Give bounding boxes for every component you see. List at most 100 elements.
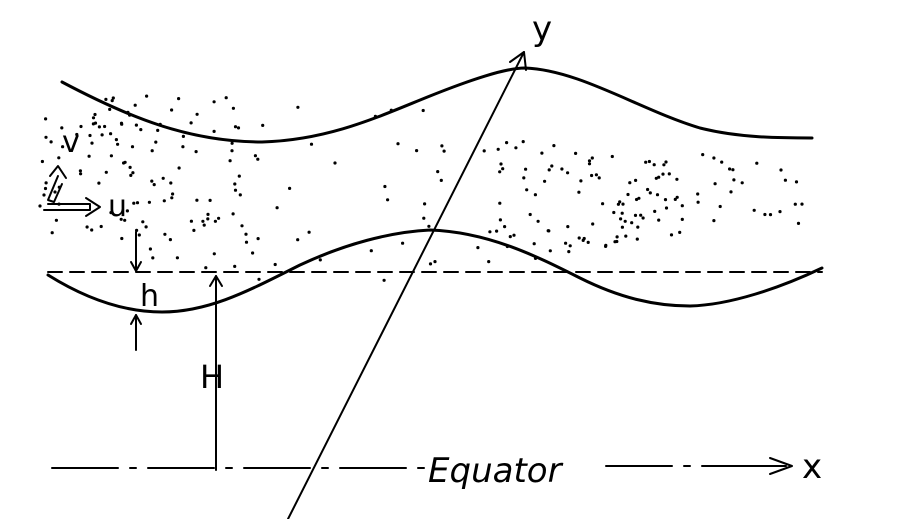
stipple-dot <box>116 142 120 146</box>
stipple-dot <box>169 181 173 185</box>
stipple-dot <box>440 144 444 148</box>
stipple-dot <box>439 178 443 182</box>
stipple-dot <box>796 221 801 225</box>
stipple-dot <box>696 200 700 204</box>
stipple-dot <box>275 206 279 210</box>
stipple-dot <box>540 151 544 155</box>
y-axis-line <box>287 51 525 519</box>
stipple-dot <box>729 190 733 194</box>
stipple-dot <box>141 220 145 224</box>
stipple-dot <box>181 145 185 149</box>
stipple-dot <box>630 221 634 225</box>
stipple-dot <box>156 128 160 132</box>
stipple-dot <box>532 242 536 246</box>
stipple-dot <box>309 142 314 146</box>
stipple-dot <box>675 195 679 199</box>
stipple-dot <box>536 219 540 223</box>
stipple-dot <box>636 225 640 229</box>
stipple-dot <box>752 208 756 212</box>
stipple-dot <box>663 198 668 202</box>
stipple-dot <box>577 190 581 194</box>
stipple-dot <box>628 181 632 185</box>
stipple-dot <box>369 249 373 253</box>
stipple-dot <box>673 197 677 201</box>
stipple-dot <box>75 132 79 137</box>
stipple-dot <box>488 230 492 234</box>
stipple-dot <box>244 240 249 244</box>
stipple-dot <box>79 172 83 176</box>
stipple-dot <box>763 212 767 217</box>
stipple-dot <box>641 216 645 220</box>
stipple-dot <box>442 149 446 153</box>
stipple-dot <box>505 141 509 145</box>
stipple-dot <box>145 94 149 98</box>
stipple-dot <box>333 161 337 165</box>
stipple-dot <box>528 212 532 217</box>
stipple-dot <box>231 106 235 110</box>
stipple-dot <box>564 241 568 245</box>
stipple-dot <box>201 219 205 223</box>
stipple-dot <box>54 218 59 222</box>
stipple-dot <box>678 230 682 234</box>
stipple-dot <box>498 218 502 222</box>
velocity-axes-icon <box>43 165 101 217</box>
stipple-dot <box>213 219 217 223</box>
stipple-dot <box>296 238 300 242</box>
stipple-dot <box>103 124 107 129</box>
stipple-dot <box>522 176 526 180</box>
stipple-dot <box>635 237 639 241</box>
stipple-dot <box>147 200 151 204</box>
stipple-dot <box>130 145 135 149</box>
stipple-dot <box>732 178 736 182</box>
equator-label: Equator <box>428 451 564 491</box>
x-arrowhead <box>769 457 793 475</box>
stipple-dot <box>626 192 630 197</box>
stipple-dot <box>134 123 138 127</box>
fluid-layer-stipple <box>38 94 804 282</box>
stipple-dot <box>713 182 717 186</box>
stipple-dot <box>208 198 212 202</box>
stipple-dot <box>620 225 625 229</box>
stipple-dot <box>594 173 599 177</box>
stipple-dot <box>60 126 64 130</box>
stipple-dot <box>93 112 97 117</box>
stipple-dot <box>170 196 174 200</box>
stipple-dot <box>428 262 433 266</box>
stipple-dot <box>181 134 185 138</box>
stipple-dot <box>150 179 154 183</box>
h-label: h <box>140 279 159 314</box>
H-label: H <box>200 358 224 396</box>
stipple-dot <box>639 213 643 217</box>
stipple-dot <box>228 159 232 163</box>
stipple-dot <box>206 217 210 221</box>
stipple-dot <box>476 246 480 250</box>
stipple-dot <box>109 211 113 215</box>
stipple-dot <box>177 97 181 101</box>
stipple-dot <box>129 173 133 177</box>
stipple-dot <box>88 133 92 138</box>
stipple-dot <box>230 141 234 145</box>
stipple-dot <box>653 209 657 213</box>
stipple-dot <box>508 235 512 239</box>
stipple-dot <box>587 162 592 166</box>
stipple-dot <box>654 176 658 180</box>
stipple-dot <box>318 258 322 262</box>
stipple-dot <box>195 112 199 116</box>
stipple-dot <box>661 172 665 176</box>
stipple-dot <box>256 237 260 241</box>
stipple-dot <box>212 100 216 104</box>
stipple-dot <box>171 192 175 196</box>
stipple-dot <box>233 264 237 268</box>
stipple-dot <box>148 247 152 251</box>
stipple-dot <box>38 204 42 208</box>
stipple-dot <box>273 262 277 267</box>
stipple-dot <box>90 228 94 232</box>
stipple-dot <box>91 116 96 120</box>
stipple-dot <box>49 140 53 144</box>
stipple-dot <box>793 202 797 206</box>
stipple-dot <box>217 216 221 220</box>
stipple-dot <box>615 235 619 239</box>
stipple-dot <box>100 133 104 137</box>
stipple-dot <box>623 219 627 223</box>
